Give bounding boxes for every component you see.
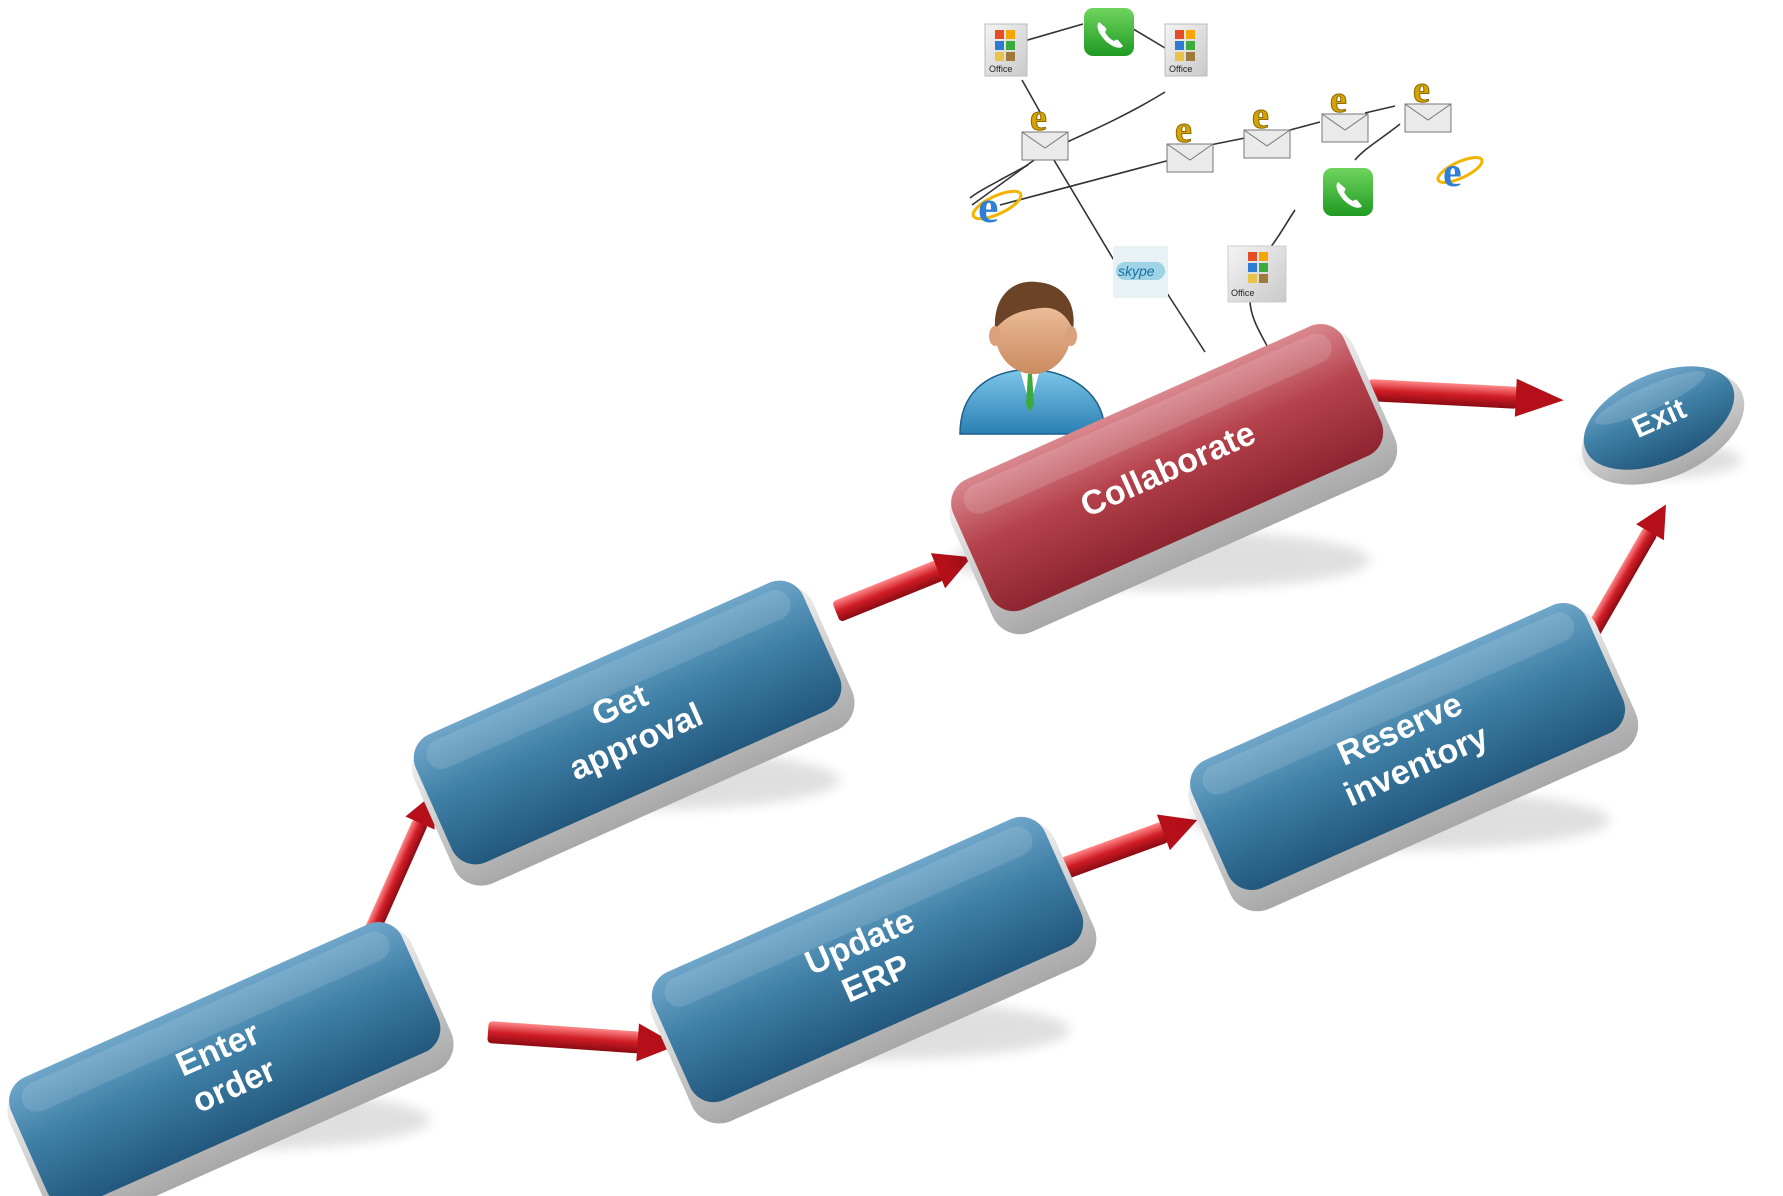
email-icon: e [1321,79,1369,143]
step-collaborate[interactable]: Collaborate [937,313,1406,644]
step-reserve-inventory[interactable]: Reserve inventory [1176,592,1648,921]
step-enter-order[interactable]: Enter order [0,911,463,1196]
office-icon: Office [1164,23,1208,77]
svg-text:Office: Office [1231,288,1254,298]
ie-icon: e [1436,150,1484,196]
svg-text:e: e [1030,97,1047,139]
office-icon: Office [984,23,1028,77]
office-icon: Office [1227,245,1287,303]
email-icon: e [1243,95,1291,159]
arrow-icon [487,1021,678,1062]
email-icon: e [1404,69,1452,133]
svg-text:e: e [1443,150,1462,196]
step-update-erp[interactable]: Update ERP [638,806,1106,1133]
svg-text:e: e [1413,69,1430,111]
ie-icon: e [971,181,1023,232]
email-icon: e [1021,97,1069,161]
svg-text:Office: Office [1169,64,1192,74]
phone-icon [1084,8,1134,56]
flow-arrows [361,378,1666,1062]
svg-text:Office: Office [989,64,1012,74]
svg-text:e: e [1175,109,1192,151]
step-get-approval[interactable]: Get approval [400,570,864,895]
skype-icon: skype [1113,246,1168,298]
svg-text:skype: skype [1118,263,1155,279]
svg-text:e: e [1330,79,1347,121]
svg-text:e: e [978,181,998,232]
arrow-icon [1367,378,1564,417]
arrow-icon [1576,504,1666,653]
phone-icon [1323,168,1373,216]
svg-text:e: e [1252,95,1269,137]
person-avatar-icon [959,281,1106,435]
email-icon: e [1166,109,1214,173]
arrow-icon [1057,814,1198,880]
step-exit[interactable]: Exit [1563,343,1762,508]
